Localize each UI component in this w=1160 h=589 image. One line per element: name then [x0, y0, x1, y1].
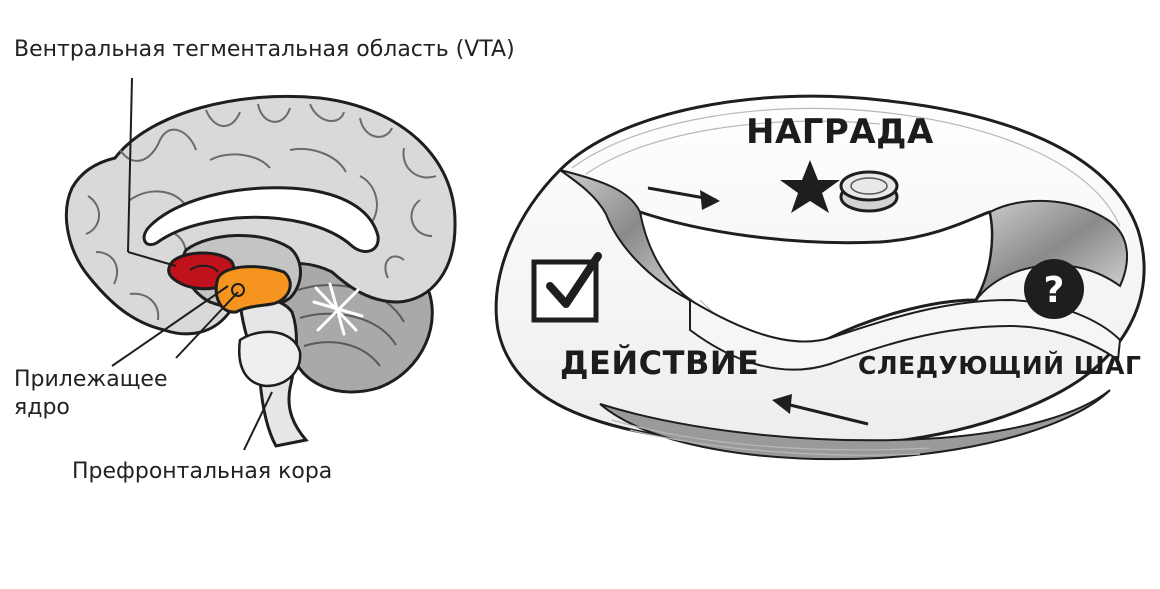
- question-mark-icon: ?: [1024, 259, 1084, 319]
- stage-reward-label: НАГРАДА: [746, 112, 934, 152]
- stage-action-label: ДЕЙСТВИЕ: [560, 344, 759, 382]
- accumbens-dot: [232, 284, 244, 296]
- nucleus-accumbens-label-line2: ядро: [14, 394, 168, 422]
- checkbox-checked-icon: [534, 256, 598, 320]
- vta-label: Вентральная тегментальная область (VTA): [14, 36, 515, 64]
- nucleus-accumbens-label: Прилежащее ядро: [14, 366, 168, 421]
- prefrontal-cortex-label: Префронтальная кора: [72, 458, 332, 486]
- nucleus-accumbens-label-line1: Прилежащее: [14, 366, 168, 394]
- coin-icon: [841, 172, 897, 211]
- stage-next-step-label: СЛЕДУЮЩИЙ ШАГ: [858, 351, 1141, 380]
- pons: [239, 332, 300, 386]
- svg-text:?: ?: [1044, 270, 1065, 311]
